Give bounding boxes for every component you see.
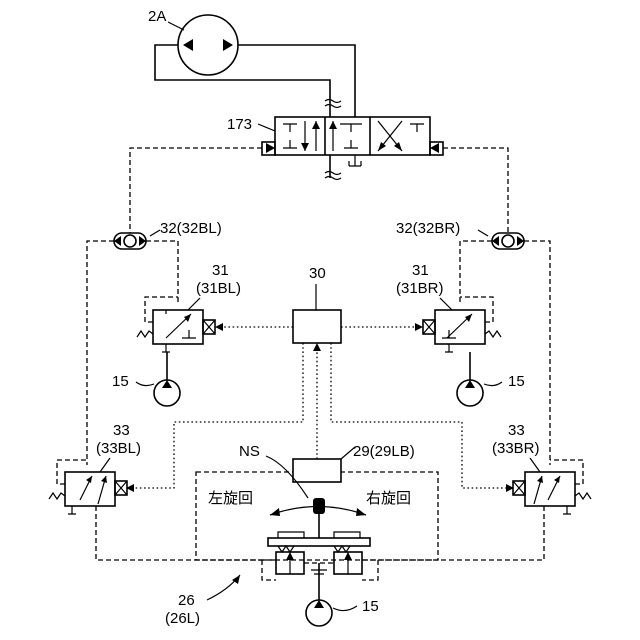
valve33-right-num: 33 xyxy=(508,422,525,439)
shuttle-right-to-33br xyxy=(524,241,550,465)
motor-label: 2A xyxy=(148,8,166,25)
valve-leader-line xyxy=(258,124,275,131)
shuttle-right-to-31br xyxy=(460,241,492,303)
controller-label: 30 xyxy=(309,265,326,282)
solenoid-valve-31bl xyxy=(137,297,215,352)
valve33-right-code: (33BR) xyxy=(492,440,540,457)
pump-right-label: 15 xyxy=(508,373,525,390)
direction-control-valve xyxy=(262,100,443,180)
shuttle-left-leader xyxy=(150,230,160,236)
pilot-pump-bottom xyxy=(306,600,332,626)
reducing-valve-33bl xyxy=(49,460,127,514)
valve31-right-num: 31 xyxy=(412,262,429,279)
signal-to-33bl xyxy=(128,343,303,488)
motor-leader-line xyxy=(168,22,184,30)
pilot-pump-left xyxy=(154,352,180,406)
pump-left-leader xyxy=(136,382,154,386)
valve33-right-leader xyxy=(530,458,540,472)
operating-device-code: (26L) xyxy=(165,610,200,627)
valve31-left-code: (31BL) xyxy=(196,280,241,297)
sensor-box-label: 29(29LB) xyxy=(353,443,415,460)
shuttle-valve-left xyxy=(114,233,146,249)
pump-right-leader xyxy=(484,382,502,386)
valve33-left-code: (33BL) xyxy=(96,440,141,457)
shuttle-left-to-31bl xyxy=(146,241,178,303)
valve31-right-leader xyxy=(440,298,452,310)
hydraulic-motor xyxy=(178,15,238,75)
motor-line-right xyxy=(238,45,355,105)
controller-box xyxy=(293,310,341,343)
operating-device-label: 26 xyxy=(178,592,195,609)
line-33bl-to-device xyxy=(96,506,262,560)
sensor-box xyxy=(293,459,341,482)
shuttle-right-label: 32(32BR) xyxy=(396,220,460,237)
arrow-to-31br xyxy=(415,323,423,331)
shuttle-right-leader xyxy=(478,230,488,236)
solenoid-valve-31br xyxy=(423,297,501,352)
arrow-to-31bl xyxy=(215,323,223,331)
valve33-left-num: 33 xyxy=(113,422,130,439)
motor-line-left xyxy=(155,45,330,105)
pump-left-label: 15 xyxy=(112,373,129,390)
line-33br-to-device xyxy=(378,506,544,560)
shuttle-left-to-33bl xyxy=(87,241,114,465)
valve31-left-num: 31 xyxy=(212,262,229,279)
pump-bottom-leader xyxy=(333,606,357,611)
signal-to-33br xyxy=(331,343,512,488)
sensor-ns-label: NS xyxy=(239,443,260,460)
arrow-to-controller xyxy=(313,343,321,351)
valve31-right-code: (31BR) xyxy=(396,280,444,297)
control-valve-label: 173 xyxy=(227,116,252,133)
turn-left-label: 左旋回 xyxy=(208,489,253,507)
pilot-pump-right xyxy=(457,352,483,406)
pump-bottom-label: 15 xyxy=(362,598,379,615)
shuttle-left-label: 32(32BL) xyxy=(160,220,222,237)
valve33-left-leader xyxy=(100,458,110,472)
valve31-left-leader xyxy=(188,298,200,310)
shuttle-valve-right xyxy=(492,233,524,249)
turn-right-label: 右旋回 xyxy=(366,489,411,507)
pilot-valve-pair xyxy=(262,532,378,600)
reducing-valve-33br xyxy=(513,460,591,514)
